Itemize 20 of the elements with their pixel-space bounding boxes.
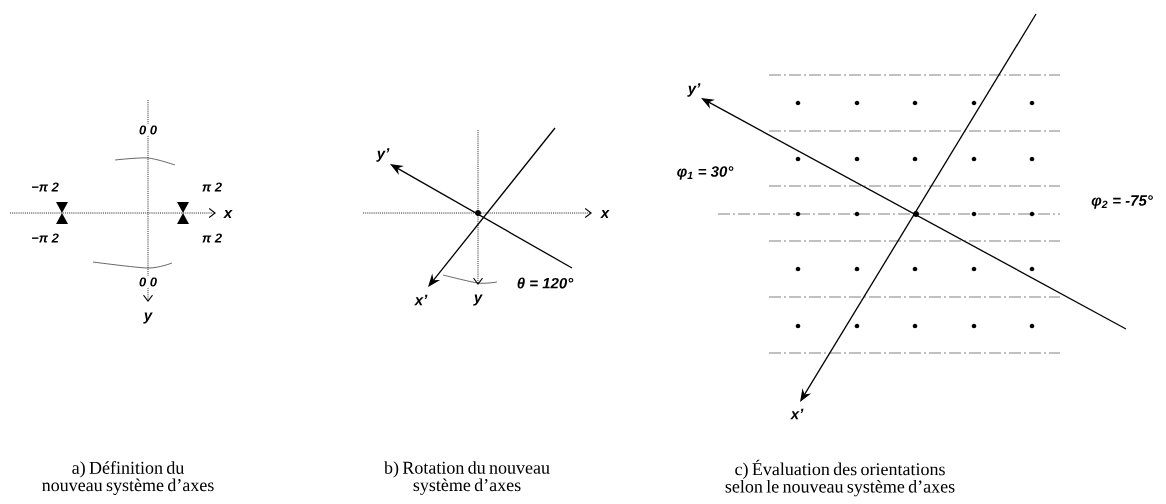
axis-label: y [473, 294, 483, 306]
angle-label: θ = 120° [517, 277, 574, 289]
axis-label: y’ [376, 148, 390, 162]
tick-label: π 2 [200, 180, 224, 194]
axis-label: y [143, 312, 153, 324]
axis-label: x’ [790, 408, 804, 420]
figure-caption: a) Définition du nouveau système d’axes [42, 461, 214, 495]
tick-label: 0 0 [137, 275, 159, 289]
axis-label: x [223, 210, 233, 218]
figure-caption: b) Rotation du nouveau système d’axes [384, 461, 550, 495]
axis-label: x’ [414, 294, 428, 306]
tick-label: −π 2 [29, 180, 61, 194]
angle-label: φ$_{2}$ = -75° [1091, 195, 1153, 209]
figure-caption: c) Évaluation des orientations selon le nouveau système d’axes [725, 459, 955, 497]
axis-label: y’ [687, 83, 701, 97]
axis-label: x [600, 210, 610, 218]
angle-label: φ$_{1}$ = 30° [677, 166, 734, 180]
tick-label: 0 0 [137, 123, 159, 137]
tick-label: π 2 [200, 231, 224, 245]
tick-label: −π 2 [29, 231, 61, 245]
